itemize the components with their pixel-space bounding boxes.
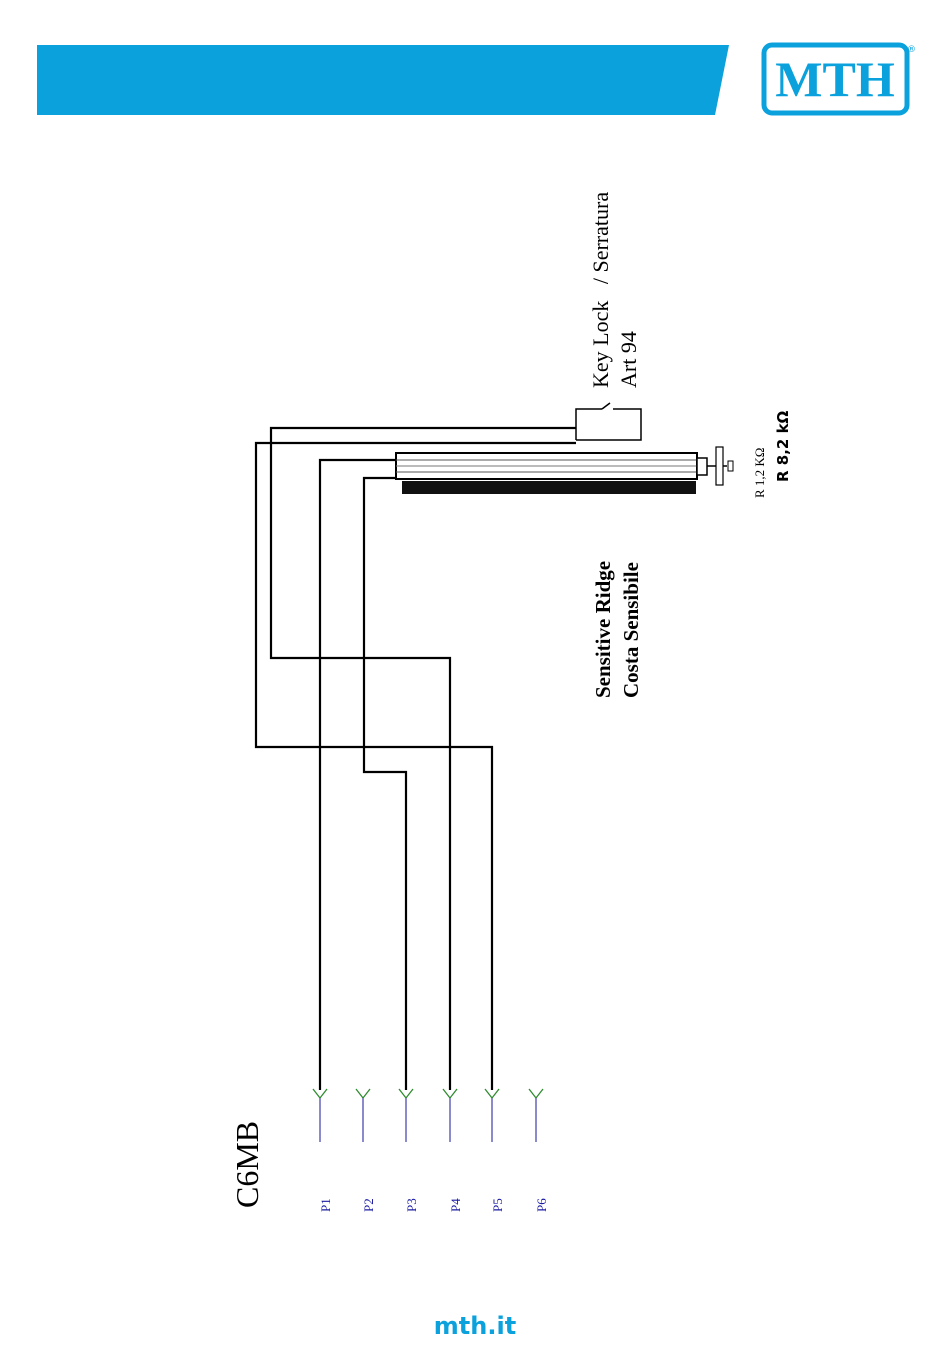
connector-name: C6MB (229, 1121, 265, 1208)
key-lock-label: Key Lock / Serratura Art 94 (588, 192, 641, 388)
pin-p6 (529, 1089, 543, 1142)
wire-p1 (320, 460, 396, 1090)
wire-p5 (256, 443, 576, 1090)
wires (256, 428, 576, 1090)
sensitive-ridge-label: Sensitive Ridge Costa Sensibile (591, 561, 643, 698)
footer-url[interactable]: mth.it (0, 1312, 950, 1340)
pin-labels: P1 P2 P3 P4 P5 P6 (318, 1198, 549, 1212)
pin-p1 (313, 1089, 327, 1142)
pin-p3 (399, 1089, 413, 1142)
pin-label-p5: P5 (490, 1198, 505, 1212)
sensitive-ridge-line2: Costa Sensibile (619, 562, 643, 698)
wire-p4 (271, 428, 576, 1090)
pin-p5 (485, 1089, 499, 1142)
pin-p2 (356, 1089, 370, 1142)
pin-label-p6: P6 (534, 1198, 549, 1212)
pin-label-p3: P3 (404, 1198, 419, 1212)
pin-label-p4: P4 (448, 1198, 463, 1212)
pin-p4 (443, 1089, 457, 1142)
resistor-small-label: R 1,2 KΩ (752, 448, 767, 498)
key-lock-line2: Art 94 (616, 331, 641, 388)
key-lock-line1: Key Lock / Serratura (588, 192, 613, 388)
pin-label-p1: P1 (318, 1198, 333, 1212)
key-lock-symbol (576, 403, 641, 440)
sensitive-ridge-device (396, 447, 733, 494)
resistor-large-label: R 8,2 kΩ (774, 410, 792, 482)
wire-p3 (364, 478, 406, 1090)
connector-pins (313, 1089, 543, 1142)
sensitive-ridge-line1: Sensitive Ridge (591, 561, 615, 698)
pin-label-p2: P2 (361, 1198, 376, 1212)
